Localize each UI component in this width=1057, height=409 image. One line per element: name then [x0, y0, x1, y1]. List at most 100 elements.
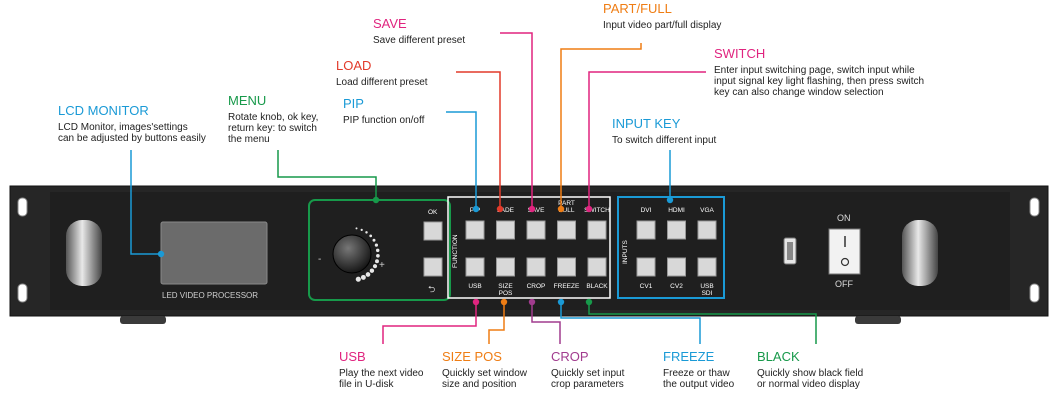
- usb-marker: [472, 298, 480, 306]
- pip-leader: [446, 111, 477, 209]
- function-top-label: SAVE: [528, 207, 546, 214]
- function-bottom-label: BLACK: [586, 283, 608, 290]
- load-desc: Load different preset: [336, 77, 428, 88]
- knob-plus: +: [379, 260, 385, 271]
- knob-tick: [372, 264, 378, 269]
- function-top-label: LADE: [497, 207, 515, 214]
- crop-marker: [528, 298, 536, 306]
- input-top-button[interactable]: [697, 220, 717, 240]
- model-label: LED VIDEO PROCESSOR: [162, 291, 258, 300]
- function-top-button[interactable]: [557, 220, 576, 240]
- input-key-title: INPUT KEY: [612, 116, 681, 131]
- crop-title: CROP: [551, 349, 589, 364]
- lcd-screen: [160, 221, 268, 285]
- function-bottom-label: POS: [499, 290, 513, 297]
- function-bottom-button[interactable]: [496, 257, 515, 277]
- function-bottom-label: USB: [468, 283, 481, 290]
- rotary-knob[interactable]: [332, 234, 372, 274]
- ok-button[interactable]: [423, 221, 443, 241]
- knob-tick: [355, 276, 361, 282]
- function-bottom-label: FREEZE: [554, 283, 580, 290]
- part-full-leader: [560, 43, 642, 209]
- knob-tick: [369, 234, 373, 238]
- part-full-marker: [557, 205, 565, 213]
- crop-desc: Quickly set input: [551, 368, 625, 379]
- function-top-label: PART: [558, 200, 575, 207]
- knob-tick: [365, 231, 368, 234]
- knob-tick: [375, 248, 380, 253]
- menu-title: MENU: [228, 93, 266, 108]
- inputs-label: INPUTS: [622, 240, 629, 265]
- function-top-label: SWITCH: [584, 207, 610, 214]
- ok-label: OK: [428, 209, 438, 216]
- knob-tick: [355, 227, 358, 230]
- return-button[interactable]: [423, 257, 443, 277]
- freeze-title: FREEZE: [663, 349, 715, 364]
- switch-marker: [585, 205, 593, 213]
- input-bottom-label: CV1: [640, 283, 653, 290]
- power-switch[interactable]: [828, 228, 861, 275]
- function-label: FUNCTION: [452, 234, 459, 268]
- knob-tick: [372, 238, 376, 242]
- rack-hole: [17, 283, 28, 303]
- save-marker: [528, 205, 536, 213]
- freeze-desc: Freeze or thaw: [663, 368, 730, 379]
- function-bottom-button[interactable]: [557, 257, 576, 277]
- knob-dial: [355, 227, 380, 282]
- size-pos-title: SIZE POS: [442, 349, 502, 364]
- function-top-button[interactable]: [587, 220, 607, 240]
- rack-hole: [17, 197, 28, 217]
- black-leader: [588, 302, 817, 344]
- load-leader: [456, 71, 501, 209]
- function-bottom-button[interactable]: [465, 257, 485, 277]
- lcd-monitor-title: LCD MONITOR: [58, 103, 149, 118]
- save-desc: Save different preset: [373, 35, 465, 46]
- function-top-button[interactable]: [465, 220, 485, 240]
- pip-marker: [472, 205, 480, 213]
- pip-desc: PIP function on/off: [343, 115, 425, 126]
- switch-desc: input signal key light flashing, then pr…: [714, 76, 924, 87]
- device-body: [9, 185, 1049, 324]
- left-handle: [66, 220, 102, 286]
- knob-tick: [369, 268, 375, 273]
- crop-desc: crop parameters: [551, 379, 624, 390]
- lcd-monitor-leader: [130, 150, 161, 255]
- load-callout: LOAD Load different preset: [336, 58, 428, 88]
- function-bottom-button[interactable]: [526, 257, 546, 277]
- knob-minus: -: [318, 254, 321, 265]
- load-title: LOAD: [336, 58, 371, 73]
- input-bottom-button[interactable]: [636, 257, 656, 277]
- size-pos-desc: Quickly set window: [442, 368, 528, 379]
- input-bottom-button[interactable]: [697, 257, 717, 277]
- function-top-button[interactable]: [526, 220, 546, 240]
- lcd-monitor-desc: can be adjusted by buttons easily: [58, 133, 206, 144]
- freeze-desc: the output video: [663, 379, 735, 390]
- menu-marker: [372, 196, 380, 204]
- black-desc: Quickly show black field: [757, 368, 863, 379]
- input-top-button[interactable]: [667, 220, 686, 240]
- function-top-button[interactable]: [496, 220, 515, 240]
- switch-title: SWITCH: [714, 46, 765, 61]
- load-marker: [496, 205, 504, 213]
- function-top-label: FULL: [559, 207, 575, 214]
- usb-leader: [382, 302, 477, 344]
- input-bottom-label: USB: [700, 283, 713, 290]
- function-bottom-button[interactable]: [587, 257, 607, 277]
- menu-desc: the menu: [228, 134, 270, 145]
- size-pos-marker: [500, 298, 508, 306]
- menu-desc: return key: to switch: [228, 123, 317, 134]
- input-top-button[interactable]: [636, 220, 656, 240]
- input-bottom-button[interactable]: [667, 257, 686, 277]
- input-top-label: DVI: [641, 207, 652, 214]
- part-full-desc: Input video part/full display: [603, 20, 721, 31]
